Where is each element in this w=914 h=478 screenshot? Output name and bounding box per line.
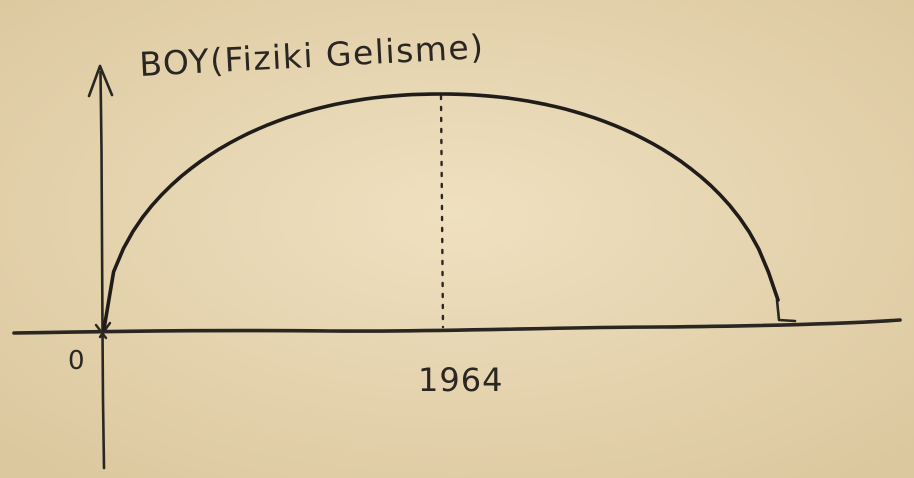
curve-end-tick bbox=[775, 298, 797, 323]
origin-label: 0 bbox=[68, 346, 85, 376]
series-arc-curve bbox=[102, 92, 780, 331]
x-axis-line bbox=[12, 318, 902, 335]
x-tick-label-1964: 1964 bbox=[418, 361, 503, 399]
y-axis-line bbox=[99, 70, 106, 470]
y-axis-arrowhead bbox=[87, 64, 114, 98]
